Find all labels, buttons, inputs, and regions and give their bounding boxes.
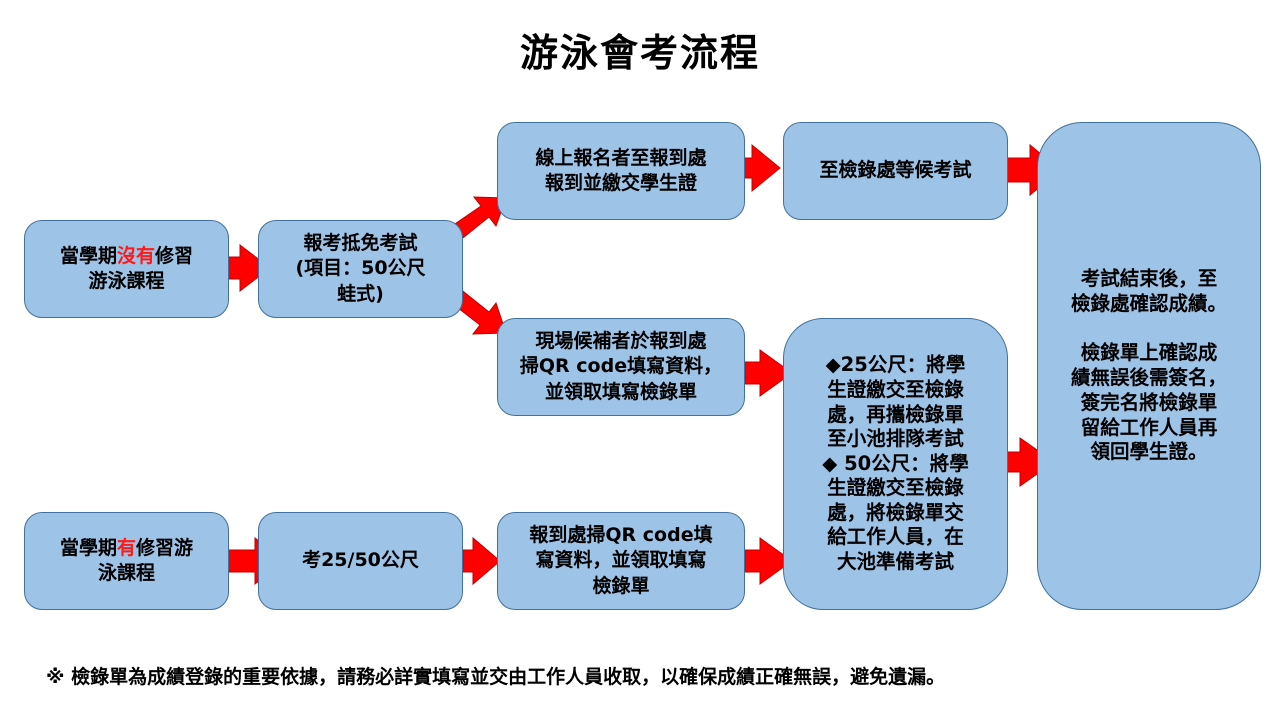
box-line: 掃QR code填寫資料，	[519, 355, 723, 378]
box-line: 生證繳交至檢錄	[827, 378, 964, 402]
text-segment: 修習	[155, 244, 194, 267]
box-line: 檢錄單	[592, 574, 650, 597]
box-exam-distance: 考25/50公尺	[258, 512, 463, 610]
box-no-course-line1: 當學期沒有修習	[60, 244, 193, 269]
box-line: 至小池排隊考試	[827, 427, 964, 451]
arrow-online-to-wait	[742, 143, 781, 193]
box-line: 生證繳交至檢錄	[827, 476, 964, 500]
box-line: 報到處掃QR code填	[529, 524, 713, 547]
text-segment: 修習游	[136, 536, 194, 559]
box-final-confirmation: 考試結束後，至 檢錄處確認成績。 檢錄單上確認成 績無誤後需簽名， 簽完名將檢錄…	[1037, 122, 1261, 610]
box-checkin-qr: 報到處掃QR code填 寫資料，並領取填寫 檢錄單	[497, 512, 745, 610]
box-line: 並領取填寫檢錄單	[544, 380, 697, 403]
box-wait-at-checkin: 至檢錄處等候考試	[783, 122, 1008, 220]
box-line: 蛙式)	[337, 282, 384, 305]
box-line: 簽完名將檢錄單	[1080, 390, 1218, 414]
box-line: 現場候補者於報到處	[535, 330, 707, 353]
box-online-registrant: 線上報名者至報到處 報到並繳交學生證	[497, 122, 745, 220]
highlight-has: 有	[116, 536, 136, 559]
box-line: 寫資料，並領取填寫	[535, 549, 707, 572]
box-line: (項目：50公尺	[295, 257, 426, 280]
box-line: ◆25公尺：將學	[825, 353, 966, 377]
box-line: 給工作人員，在	[827, 525, 964, 549]
box-has-course-line2: 泳課程	[97, 562, 155, 584]
box-exempt-exam: 報考抵免考試 (項目：50公尺 蛙式)	[258, 220, 463, 318]
box-line: 檢錄單上確認成	[1080, 341, 1218, 365]
arrow-exam-to-checkin	[462, 536, 501, 586]
box-line: 至檢錄處等候考試	[819, 159, 972, 182]
box-line: 報考抵免考試	[303, 232, 418, 255]
box-line: 線上報名者至報到處	[535, 146, 707, 169]
box-has-course-line1: 當學期有修習游	[60, 536, 193, 561]
box-line: 留給工作人員再	[1080, 415, 1218, 439]
box-line: 領回學生證。	[1090, 440, 1208, 464]
box-line: ◆ 50公尺：將學	[822, 451, 969, 475]
box-line: 處，再攜檢錄單	[827, 402, 964, 426]
footnote: ※ 檢錄單為成績登錄的重要依據，請務必詳實填寫並交由工作人員收取，以確保成績正確…	[46, 666, 946, 688]
box-line: 處，將檢錄單交	[827, 500, 964, 524]
box-walkin-registrant: 現場候補者於報到處 掃QR code填寫資料， 並領取填寫檢錄單	[497, 318, 745, 416]
box-has-course: 當學期有修習游 泳課程	[24, 512, 229, 610]
box-line: 績無誤後需簽名，	[1070, 366, 1227, 389]
box-distance-instructions: ◆25公尺：將學 生證繳交至檢錄 處，再攜檢錄單 至小池排隊考試 ◆ 50公尺：…	[783, 318, 1008, 610]
text-segment: 當學期	[59, 244, 117, 267]
box-line: 考25/50公尺	[302, 549, 419, 572]
box-line: 檢錄處確認成績。	[1070, 291, 1227, 315]
box-line	[1071, 317, 1227, 342]
box-line: 大池準備考試	[836, 549, 954, 573]
box-line: 考試結束後，至	[1080, 267, 1218, 290]
text-segment: 當學期	[59, 536, 117, 559]
box-no-course-line2: 游泳課程	[88, 270, 165, 292]
box-no-course: 當學期沒有修習 游泳課程	[24, 220, 229, 318]
highlight-no: 沒有	[116, 244, 155, 267]
page-title: 游泳會考流程	[519, 31, 760, 75]
box-line: 報到並繳交學生證	[544, 172, 697, 194]
